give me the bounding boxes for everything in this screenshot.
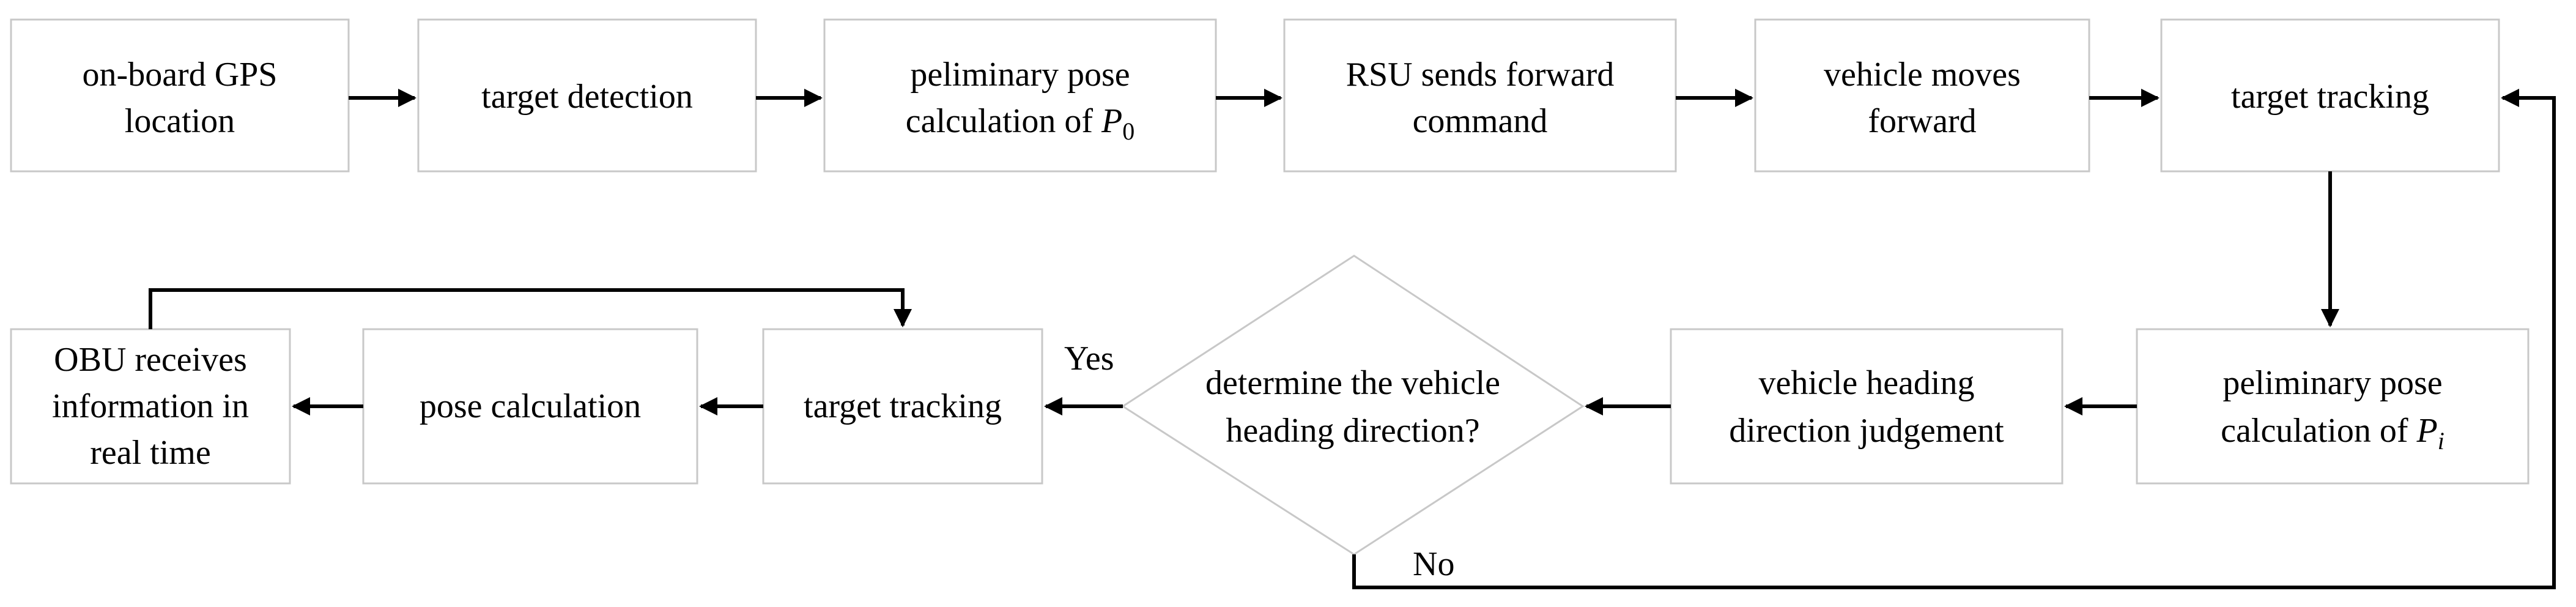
node-gps-line2: location (125, 102, 235, 140)
decision-line1: determine the vehicle (1205, 364, 1500, 402)
node-vehicle-moves-forward: vehicle moves forward (1754, 18, 2090, 173)
node-pose0-line2: calculation of P0 (906, 102, 1135, 145)
node-onboard-gps-location: on-board GPS location (10, 18, 350, 173)
node-target-tracking-2: target tracking (762, 328, 1043, 485)
node-rsu-sends-forward-command: RSU sends forward command (1283, 18, 1677, 173)
node-pose0-line1: peliminary pose (910, 56, 1130, 94)
edge-label-yes: Yes (1064, 340, 1114, 378)
edge-label-no: No (1413, 545, 1454, 583)
decision-diamond: determine the vehicle heading direction? (1121, 255, 1585, 556)
node-rsu-line1: RSU sends forward (1346, 56, 1615, 94)
node-gps-line1: on-board GPS (83, 56, 278, 94)
node-track1-line1: target tracking (2231, 78, 2429, 116)
node-rsu-line2: command (1413, 102, 1548, 140)
node-moves-line1: vehicle moves (1824, 56, 2021, 94)
node-pose-calculation: pose calculation (362, 328, 698, 485)
node-preliminary-pose-p0: peliminary pose calculation of P0 (823, 18, 1217, 173)
node-obu-line3: real time (90, 434, 210, 472)
node-moves-line2: forward (1868, 102, 1976, 140)
node-preliminary-pose-pi: peliminary pose calculation of Pi (2136, 328, 2530, 485)
node-obu-line1: OBU receives (54, 341, 247, 379)
node-judge-line2: direction judgement (1729, 412, 2004, 450)
node-posecalc-line1: pose calculation (420, 387, 641, 425)
decision-line2: heading direction? (1226, 412, 1479, 450)
node-track2-line1: target tracking (804, 387, 1002, 425)
node-detect-line1: target detection (481, 78, 693, 116)
arrow-obu-loop-to-tracking (149, 288, 912, 329)
node-obu-line2: information in (52, 387, 249, 425)
node-vehicle-heading-direction-judgement: vehicle heading direction judgement (1670, 328, 2063, 485)
node-posei-line2: calculation of Pi (2221, 412, 2445, 455)
node-target-detection: target detection (417, 18, 757, 173)
node-target-tracking-1: target tracking (2160, 18, 2500, 173)
node-posei-line1: peliminary pose (2223, 364, 2442, 402)
node-obu-receives-information: OBU receives information in real time (10, 328, 291, 485)
node-judge-line1: vehicle heading (1759, 364, 1975, 402)
arrow-decision-no-loop (1352, 89, 2556, 589)
